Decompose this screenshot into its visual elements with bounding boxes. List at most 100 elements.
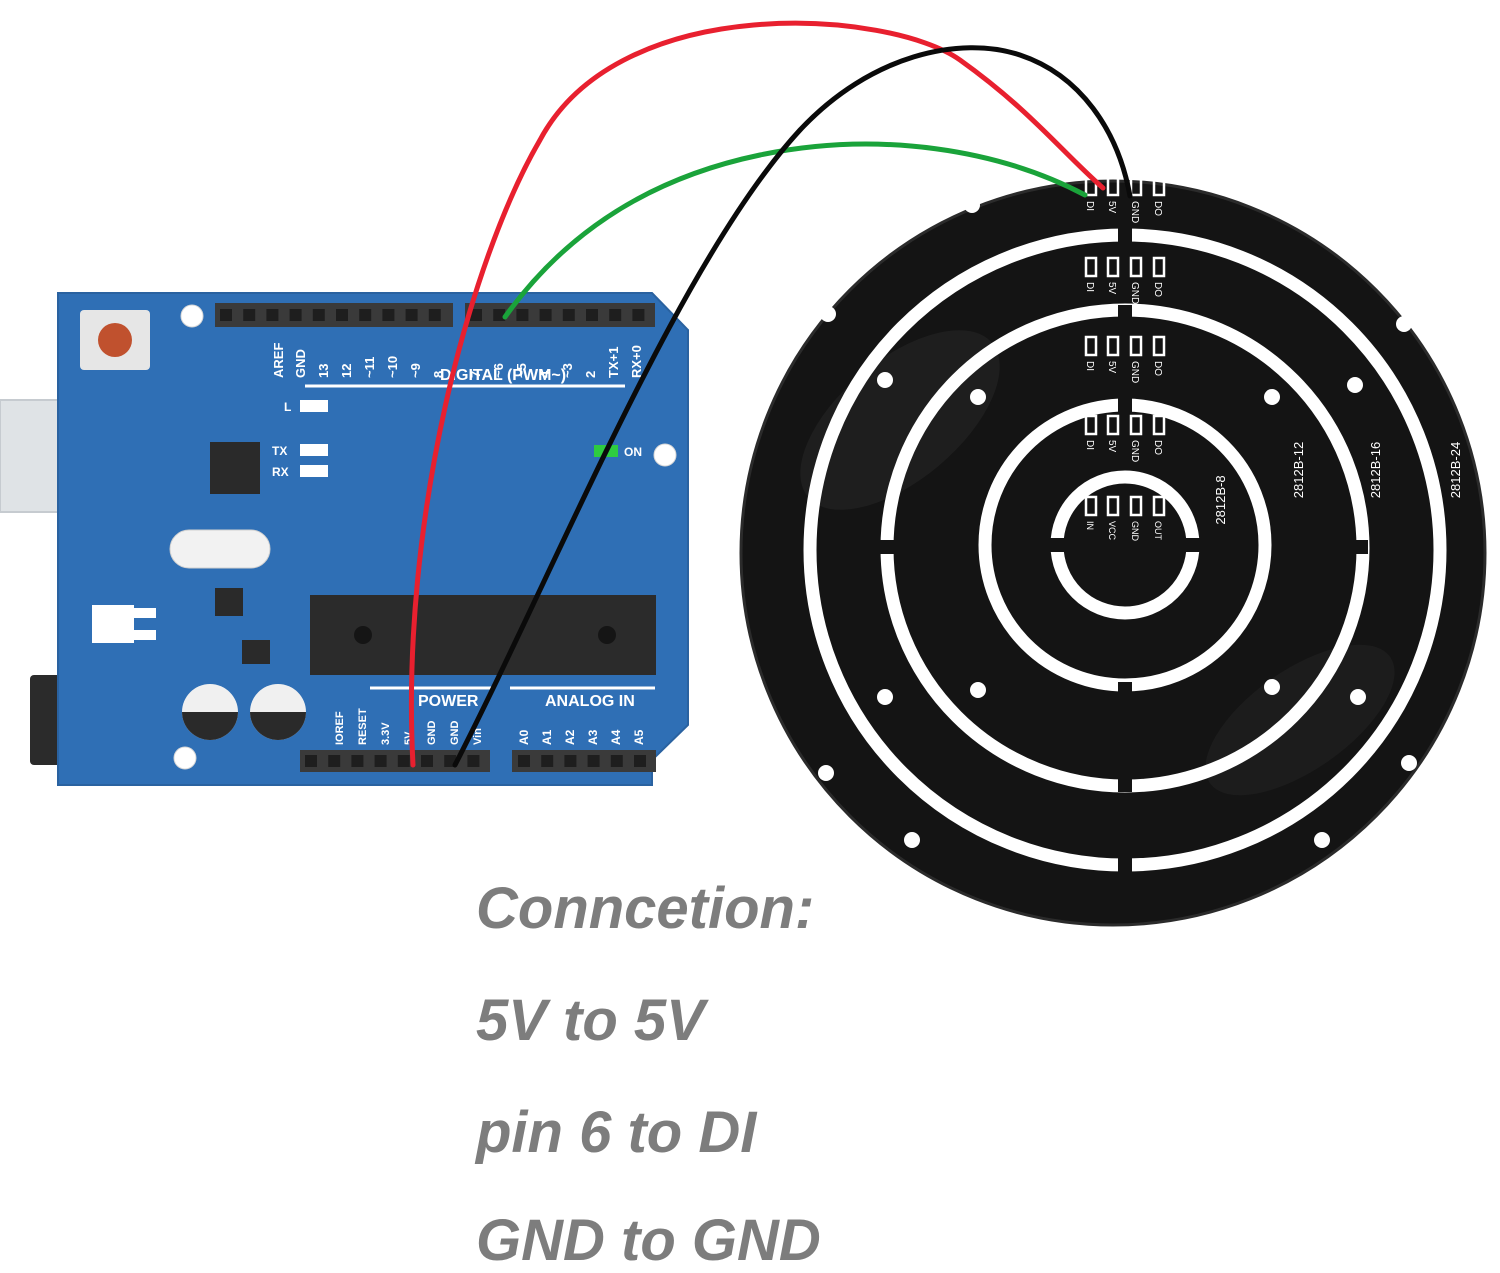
digital-pin-label-15: RX+0 — [629, 345, 644, 378]
analog-heading: ANALOG IN — [545, 693, 635, 710]
analog-pin-label-4: A4 — [609, 729, 623, 745]
led-pad — [1084, 495, 1098, 517]
header-pin — [289, 309, 302, 321]
header-pin — [562, 309, 575, 321]
led-pad — [1152, 414, 1166, 436]
digital-pin-label-10: ~5 — [514, 363, 529, 378]
pad-label: 5V — [1106, 361, 1117, 374]
analog-pin-label-2: A2 — [563, 729, 577, 745]
header-pin — [243, 309, 256, 321]
wires — [408, 20, 1133, 768]
analog-pin-label-3: A3 — [586, 729, 600, 745]
power-heading: POWER — [418, 693, 479, 710]
power-pin-label-6: Vin — [472, 728, 484, 745]
header-pin — [493, 309, 506, 321]
led-on-label: ON — [624, 445, 642, 459]
digital-pin-label-13: 2 — [583, 371, 598, 378]
header-pin — [351, 755, 364, 767]
digital-pin-label-3: 12 — [339, 364, 354, 378]
pad-label: DI — [1084, 440, 1095, 450]
analog-pin-label-1: A1 — [540, 729, 554, 745]
board-hole — [1396, 316, 1412, 332]
capacitor — [250, 684, 306, 740]
digital-heading: DIGITAL (PWM~) — [440, 367, 566, 384]
header-pin — [609, 309, 622, 321]
header-pin — [467, 755, 480, 767]
header-pin — [428, 309, 441, 321]
analog-pin-label-5: A5 — [632, 729, 646, 745]
board-hole — [964, 197, 980, 213]
board-hole — [1264, 197, 1280, 213]
header-pin — [312, 309, 325, 321]
digital-pin-label-8: 7 — [468, 371, 483, 378]
board-hole — [877, 689, 893, 705]
led-pad — [1129, 495, 1143, 517]
board-hole — [1347, 377, 1363, 393]
board-hole — [818, 765, 834, 781]
led-pad — [1152, 175, 1166, 197]
pad-label: VCC — [1107, 521, 1117, 541]
digital-pin-label-5: ~10 — [385, 356, 400, 378]
wire-gnd-black — [452, 45, 1133, 768]
small-chip — [215, 588, 243, 616]
led-rx — [300, 465, 328, 477]
led-rx-label: RX — [272, 465, 289, 479]
header-pin — [539, 309, 552, 321]
digital-pin-label-1: GND — [293, 349, 308, 378]
power-header — [300, 750, 490, 772]
arduino-uno-board: L TX RX ON DIGITAL (PWM~) POWER ANALOG I… — [0, 292, 689, 786]
led-l-label: L — [284, 400, 291, 414]
pad-label: GND — [1129, 201, 1140, 223]
ring-name-label: 2812B-16 — [1368, 442, 1383, 498]
header-pin — [397, 755, 410, 767]
header-pin — [586, 309, 598, 321]
board-hole — [820, 306, 836, 322]
caption-line-5v: 5V to 5V — [476, 988, 705, 1053]
board-hole — [1401, 755, 1417, 771]
ring-name-label: 2812B-12 — [1291, 442, 1306, 498]
pad-label: GND — [1129, 282, 1140, 304]
led-tx — [300, 444, 328, 456]
led-pad — [1084, 335, 1098, 357]
pad-label: DO — [1152, 282, 1163, 297]
board-hole — [904, 832, 920, 848]
digital-pin-label-7: 8 — [431, 371, 446, 378]
analog-pin-label-0: A0 — [517, 729, 531, 745]
crystal — [169, 529, 271, 569]
led-pad — [1106, 495, 1120, 517]
pad-label: 5V — [1106, 201, 1117, 214]
digital-pin-label-6: ~9 — [408, 363, 423, 378]
power-pin-label-5: GND — [449, 721, 461, 746]
digital-pin-label-0: AREF — [271, 343, 286, 378]
mounting-hole — [173, 746, 197, 770]
pad-label: GND — [1129, 361, 1140, 383]
digital-pin-label-12: ~3 — [560, 363, 575, 378]
header-pin — [374, 755, 387, 767]
header-pin — [516, 309, 529, 321]
led-pad — [1152, 495, 1166, 517]
pad-label: DO — [1152, 361, 1163, 376]
led-pad — [1084, 256, 1098, 278]
header-pin — [610, 755, 623, 767]
pad-label: GND — [1129, 440, 1140, 462]
caption-line-data: pin 6 to DI — [476, 1100, 757, 1165]
header-pin — [541, 755, 554, 767]
board-hole — [970, 682, 986, 698]
pad-label: DI — [1084, 201, 1095, 211]
led-pad — [1106, 414, 1120, 436]
header-pin — [405, 309, 418, 321]
header-pin — [470, 309, 482, 321]
mounting-hole — [653, 443, 677, 467]
pad-label: IN — [1085, 521, 1095, 530]
board-hole — [877, 372, 893, 388]
capacitor — [182, 684, 238, 740]
pad-label: OUT — [1153, 521, 1163, 541]
pad-label: DI — [1084, 361, 1095, 371]
led-pad — [1152, 335, 1166, 357]
board-hole — [1314, 832, 1330, 848]
digital-pin-label-4: ~11 — [362, 357, 377, 378]
ring-name-label: 2812B-8 — [1213, 475, 1228, 524]
led-pad — [1129, 335, 1143, 357]
header-pin — [336, 309, 348, 321]
